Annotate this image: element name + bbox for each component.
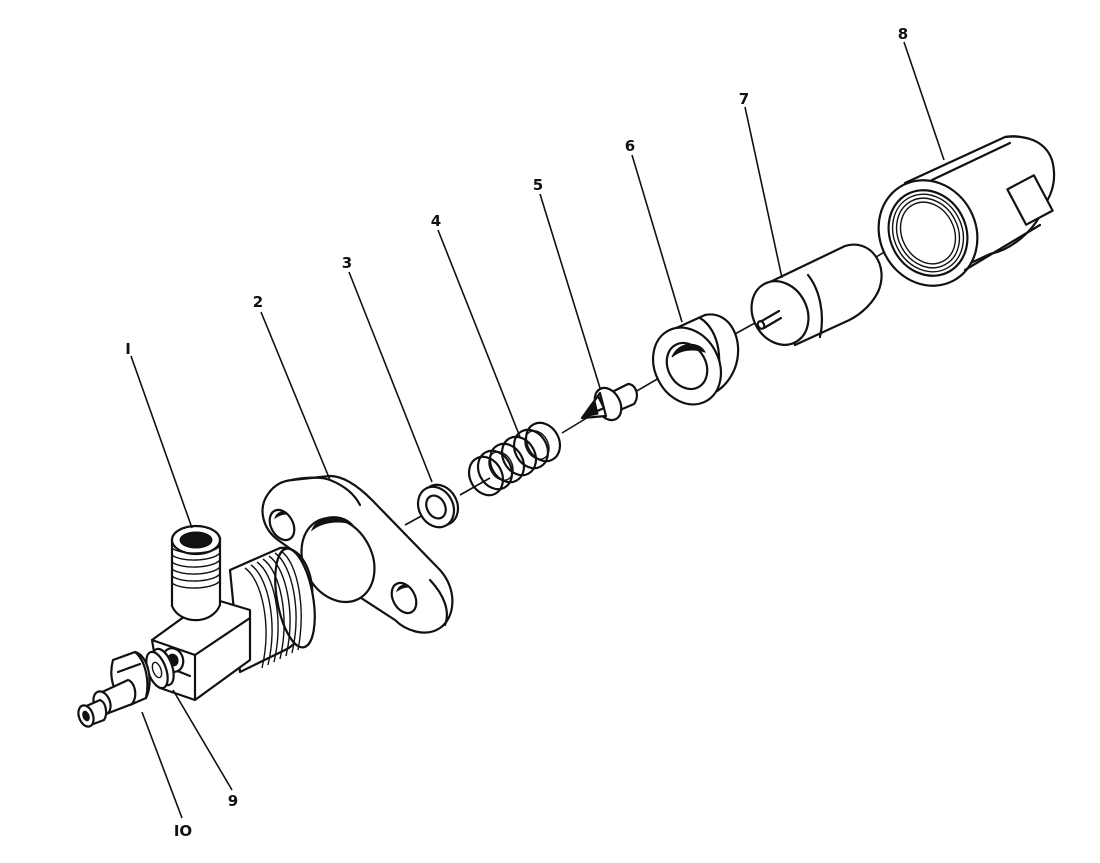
- leader-1: [130, 355, 193, 529]
- part-2-flange-gasket: [261, 474, 454, 634]
- callout-labels: I 2 3 4 5 6 7 8 9 IO: [125, 25, 908, 840]
- callout-6: 6: [625, 137, 635, 155]
- callout-3: 3: [342, 254, 352, 272]
- part-7-piston: [750, 243, 883, 347]
- part-3-washer: [416, 483, 460, 529]
- leader-8: [903, 41, 945, 161]
- leader-3: [348, 271, 433, 483]
- callout-5: 5: [533, 176, 543, 194]
- callout-8: 8: [898, 25, 908, 43]
- part-4-spring: [467, 421, 562, 497]
- leader-lines: [130, 41, 945, 819]
- part-6-valve-seat: [651, 313, 740, 406]
- part-9-washer: [145, 647, 175, 690]
- callout-1: I: [125, 340, 131, 358]
- leader-4: [437, 229, 521, 438]
- part-10-inlet-fitting: [77, 650, 151, 728]
- leader-2: [260, 311, 331, 481]
- part-5-valve: [580, 382, 638, 422]
- leader-7: [744, 106, 783, 279]
- callout-2: 2: [253, 293, 263, 311]
- callout-4: 4: [431, 212, 441, 230]
- leader-5: [539, 193, 601, 389]
- callout-7: 7: [739, 90, 749, 108]
- leader-10: [141, 711, 183, 819]
- leader-6: [631, 154, 683, 323]
- leader-9: [172, 689, 233, 791]
- part-8-cap-nut: [877, 135, 1056, 287]
- part-1-pump-body: [150, 524, 316, 702]
- callout-10: IO: [174, 822, 192, 840]
- callout-9: 9: [228, 792, 238, 810]
